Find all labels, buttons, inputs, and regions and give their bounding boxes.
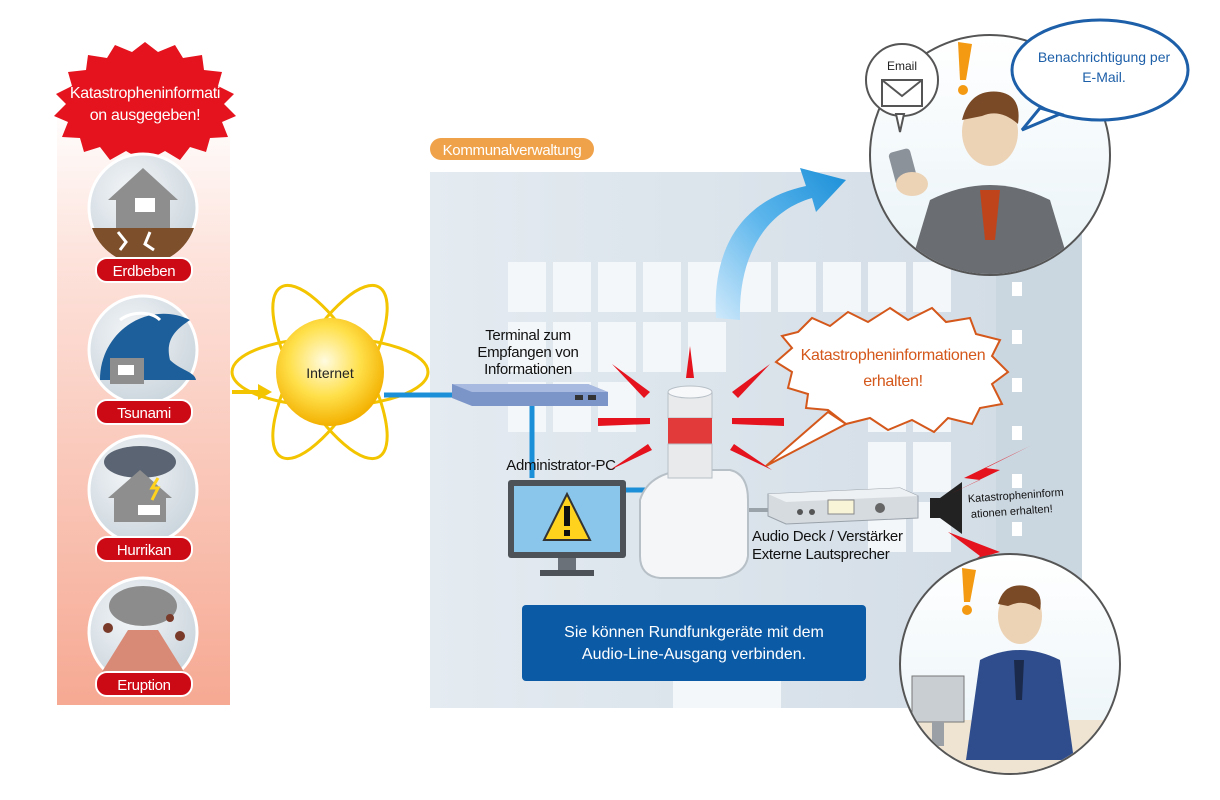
internet-label: Internet [306, 365, 354, 381]
exclamation-icon [958, 42, 972, 95]
terminal-label-line2: Empfangen von [477, 344, 578, 361]
admin-pc-label: Administrator-PC [506, 457, 616, 474]
eruption-icon [87, 576, 199, 688]
terminal-label-line3: Informationen [484, 361, 572, 378]
email-icon-label: Email [887, 59, 917, 73]
received-speech-bubble [765, 306, 1010, 467]
audio-deck [767, 487, 919, 525]
disaster-label-eruption: Eruption [117, 677, 170, 694]
desk-user-illustration [899, 553, 1121, 775]
exclamation-icon-desk [962, 568, 976, 615]
speaker-text-line2: ationen erhalten! [970, 503, 1053, 521]
disaster-label-bg-erdbeben [95, 257, 193, 283]
alert-starburst [54, 42, 236, 162]
disaster-label-bg-hurrikan [95, 536, 193, 562]
info-box-line1: Sie können Rundfunkgeräte mit dem [564, 624, 824, 641]
email-speech-bubble [1010, 18, 1190, 132]
internet-globe [230, 283, 430, 461]
earthquake-icon [87, 152, 199, 265]
info-box [522, 605, 866, 681]
hurricane-icon [87, 434, 199, 546]
received-bubble-line1: Katastropheninformationen [801, 347, 986, 364]
info-box-line2: Audio-Line-Ausgang verbinden. [582, 646, 806, 663]
municipal-building [430, 172, 1082, 708]
received-bubble-line2: erhalten! [863, 373, 923, 390]
municipal-label-bg [430, 138, 594, 160]
signal-tower-device [639, 385, 749, 579]
zap-top [950, 446, 1030, 494]
disaster-label-bg-eruption [95, 671, 193, 697]
alert-banner-line2: on ausgegeben! [90, 107, 201, 124]
disaster-label-erdbeben: Erdbeben [113, 263, 176, 280]
audio-label-line2: Externe Lautsprecher [752, 546, 890, 563]
disaster-label-bg-tsunami [95, 399, 193, 425]
email-bubble-line1: Benachrichtigung per [1038, 49, 1171, 65]
alarm-rays [598, 346, 784, 470]
disaster-label-hurrikan: Hurrikan [117, 542, 171, 559]
municipal-label: Kommunalverwaltung [443, 142, 582, 159]
speaker-icon [930, 482, 962, 534]
email-bubble-line2: E-Mail. [1082, 69, 1126, 85]
notification-arrow [715, 168, 846, 320]
alert-banner-line1: Katastropheninformati [70, 85, 220, 102]
email-icon [865, 43, 939, 133]
audio-label-line1: Audio Deck / Verstärker [752, 528, 903, 545]
terminal-device [452, 384, 608, 406]
tsunami-icon [87, 294, 199, 406]
zap-bottom [948, 532, 1022, 574]
terminal-label-line1: Terminal zum [485, 327, 571, 344]
warning-icon [542, 491, 592, 541]
disaster-label-tsunami: Tsunami [117, 405, 171, 422]
